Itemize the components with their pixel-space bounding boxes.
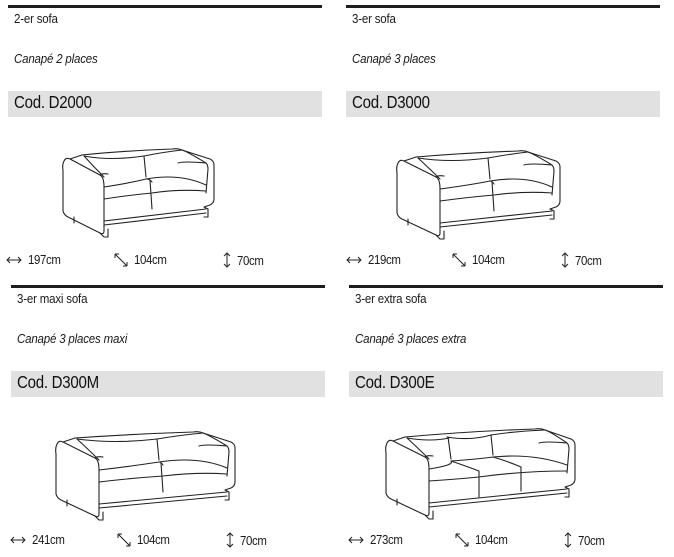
depth-value: 104cm (475, 532, 508, 547)
depth-value: 104cm (472, 252, 505, 267)
width-value: 241cm (32, 532, 65, 547)
width-dimension: 241cm (10, 532, 69, 547)
product-code: Cod. D300E (355, 372, 435, 392)
section-rule (349, 285, 663, 288)
depth-value: 104cm (134, 252, 167, 267)
width-value: 197cm (28, 252, 61, 267)
vertical-double-arrow-icon (561, 252, 569, 268)
diagonal-arrow-icon (452, 253, 466, 266)
width-dimension: 197cm (6, 252, 65, 267)
width-value: 219cm (368, 252, 401, 267)
product-title: 3-er sofa (352, 12, 396, 26)
dimensions-row: 273cm 104cm 70cm (348, 532, 663, 550)
height-dimension: 70cm (564, 532, 608, 548)
depth-dimension: 104cm (114, 252, 171, 267)
height-value: 70cm (240, 532, 267, 548)
sofa-drawing (385, 428, 576, 520)
section-rule (11, 285, 325, 288)
width-value: 273cm (370, 532, 403, 547)
product-subtitle: Canapé 3 places maxi (17, 332, 128, 346)
height-dimension: 70cm (561, 252, 605, 268)
depth-dimension: 104cm (117, 532, 174, 547)
height-value: 70cm (237, 252, 264, 268)
sofa-drawing (396, 150, 561, 240)
height-value: 70cm (575, 252, 602, 268)
horizontal-double-arrow-icon (346, 256, 362, 263)
product-code: Cod. D3000 (352, 92, 430, 112)
diagonal-arrow-icon (117, 533, 131, 546)
product-title: 2-er sofa (14, 12, 58, 26)
product-card-d300e: 3-er extra sofa Canapé 3 places extra Co… (348, 285, 663, 555)
height-dimension: 70cm (226, 532, 270, 548)
width-dimension: 219cm (346, 252, 405, 267)
dimensions-row: 219cm 104cm 70cm (346, 252, 660, 270)
product-code-band: Cod. D3000 (346, 91, 660, 117)
vertical-double-arrow-icon (223, 252, 231, 268)
product-code-band: Cod. D300M (11, 371, 325, 397)
dimensions-row: 197cm 104cm 70cm (6, 252, 322, 270)
product-subtitle: Canapé 2 places (14, 52, 98, 66)
height-dimension: 70cm (223, 252, 267, 268)
product-subtitle: Canapé 3 places extra (355, 332, 467, 346)
vertical-double-arrow-icon (226, 532, 234, 548)
section-rule (346, 5, 660, 8)
product-subtitle: Canapé 3 places (352, 52, 436, 66)
section-rule (8, 5, 322, 8)
product-card-d3000: 3-er sofa Canapé 3 places Cod. D3000 (346, 5, 660, 275)
product-code: Cod. D2000 (14, 92, 92, 112)
depth-dimension: 104cm (452, 252, 509, 267)
depth-dimension: 104cm (455, 532, 512, 547)
horizontal-double-arrow-icon (348, 536, 364, 543)
product-code-band: Cod. D300E (349, 371, 663, 397)
product-title: 3-er maxi sofa (17, 292, 88, 306)
width-dimension: 273cm (348, 532, 407, 547)
product-title: 3-er extra sofa (355, 292, 427, 306)
horizontal-double-arrow-icon (10, 536, 26, 543)
sofa-drawing (62, 148, 215, 238)
product-card-d300m: 3-er maxi sofa Canapé 3 places maxi Cod.… (10, 285, 325, 555)
dimensions-row: 241cm 104cm 70cm (10, 532, 325, 550)
horizontal-double-arrow-icon (6, 256, 22, 263)
diagonal-arrow-icon (455, 533, 469, 546)
depth-value: 104cm (137, 532, 170, 547)
sofa-drawing (55, 431, 236, 521)
height-value: 70cm (578, 532, 605, 548)
vertical-double-arrow-icon (564, 532, 572, 548)
product-code: Cod. D300M (17, 372, 99, 392)
product-code-band: Cod. D2000 (8, 91, 322, 117)
product-card-d2000: 2-er sofa Canapé 2 places Cod. D2000 (6, 5, 322, 275)
diagonal-arrow-icon (114, 253, 128, 266)
